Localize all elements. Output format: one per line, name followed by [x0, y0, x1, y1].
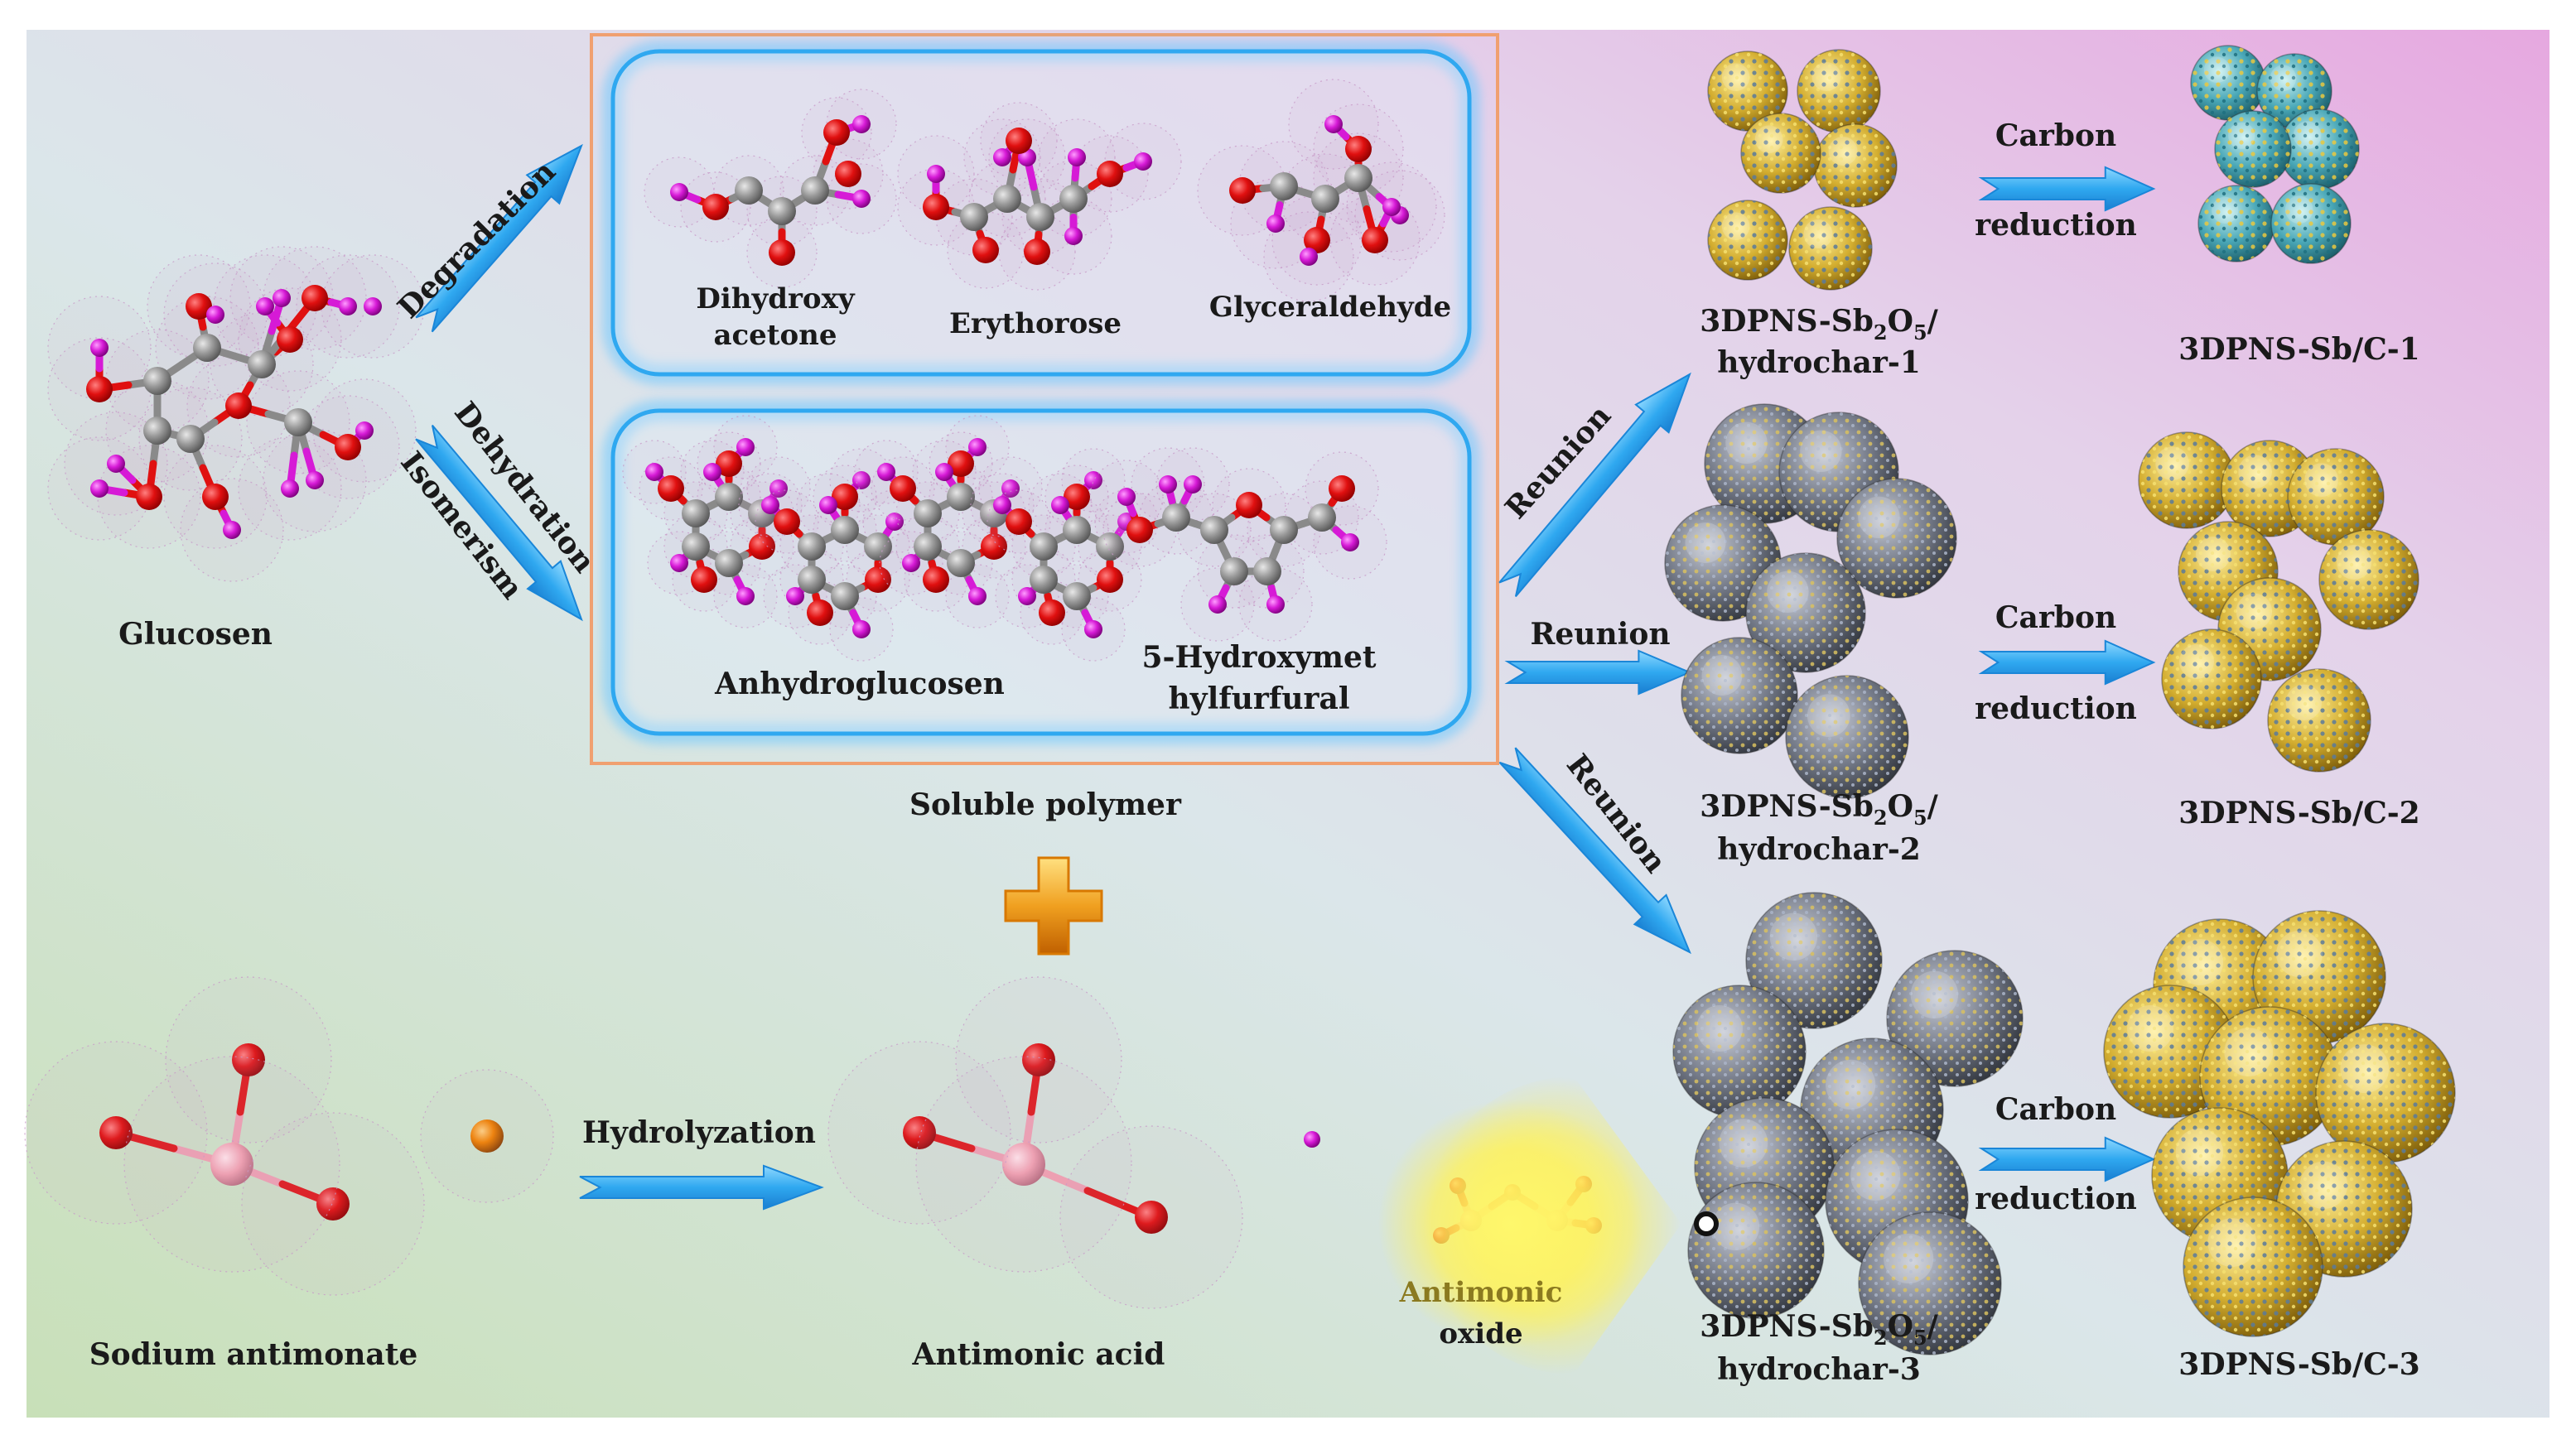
erythrose-label: Erythorose — [949, 307, 1122, 340]
product-3-label: 3DPNS-Sb/C-3 — [2178, 1347, 2419, 1382]
intermediate-1-label: 3DPNS-Sb2O5/ — [1700, 304, 1938, 344]
product-2-cluster — [2138, 431, 2419, 773]
hydrolyzation-arrow — [579, 1164, 824, 1211]
antimonic-oxide-label-1: Antimonic — [1399, 1276, 1563, 1309]
hmf-label-2: hylfurfural — [1168, 681, 1349, 716]
panel-border — [590, 33, 1499, 765]
anhydroglucose-label: Anhydroglucosen — [714, 667, 1005, 701]
carbon-reduction-arrow-2 — [1978, 639, 2156, 686]
degradation-arrow — [415, 143, 583, 333]
dihydroxy-label-1: Dihydroxy — [696, 282, 856, 315]
hydrochar-2-label: hydrochar-2 — [1717, 832, 1921, 867]
reunion-arrow-2 — [1504, 649, 1692, 696]
carbon-reduction-arrow-3 — [1978, 1136, 2156, 1182]
reduction-label-1: reduction — [1975, 208, 2137, 243]
glyceraldehyde-label: Glyceraldehyde — [1209, 291, 1451, 324]
carbon-reduction-arrow-1 — [1978, 166, 2156, 212]
glucose-label: Glucosen — [118, 617, 273, 652]
hydrochar-3-cluster — [1672, 892, 2024, 1355]
hydrochar-1-cluster — [1707, 49, 1898, 291]
dihydroxy-label-2: acetone — [713, 319, 837, 352]
product-1-cluster — [2190, 45, 2360, 264]
hmf-label-1: 5-Hydroxymet — [1141, 640, 1376, 675]
intermediate-2-label: 3DPNS-Sb2O5/ — [1700, 789, 1938, 830]
hydrochar-2-cluster — [1664, 403, 1957, 799]
hydrolyzation-label: Hydrolyzation — [582, 1115, 816, 1150]
nanosphere-clusters — [1664, 45, 2456, 1355]
product-1-label: 3DPNS-Sb/C-1 — [2178, 332, 2419, 367]
antimonic-oxide-label-2: oxide — [1439, 1317, 1522, 1350]
carbon-label-3: Carbon — [1995, 1092, 2116, 1127]
hydrochar-3-label: hydrochar-3 — [1717, 1352, 1921, 1387]
product-3-cluster — [2103, 910, 2456, 1337]
molecules — [24, 79, 1602, 1309]
dehydration-arrow — [415, 424, 583, 622]
carbon-label-2: Carbon — [1995, 600, 2116, 635]
arrows — [415, 143, 2156, 1211]
reunion-label-2: Reunion — [1530, 617, 1670, 652]
plus-icon — [1004, 856, 1103, 956]
reduction-label-2: reduction — [1975, 691, 2137, 726]
antimonic-acid-label: Antimonic acid — [912, 1337, 1165, 1372]
sodium-antimonate-label: Sodium antimonate — [89, 1337, 418, 1372]
hydrochar-1-label: hydrochar-1 — [1717, 345, 1921, 380]
reduction-label-3: reduction — [1975, 1182, 2137, 1216]
antimonic-oxide-callout — [1378, 1076, 1719, 1375]
reunion-arrow-1 — [1498, 372, 1691, 598]
carbon-label-1: Carbon — [1995, 118, 2116, 153]
reunion-arrow-3 — [1498, 747, 1691, 955]
intermediate-3-label: 3DPNS-Sb2O5/ — [1700, 1309, 1938, 1350]
soluble-polymer-title: Soluble polymer — [909, 787, 1182, 822]
callout-marker — [1694, 1211, 1719, 1236]
product-2-label: 3DPNS-Sb/C-2 — [2178, 796, 2419, 831]
